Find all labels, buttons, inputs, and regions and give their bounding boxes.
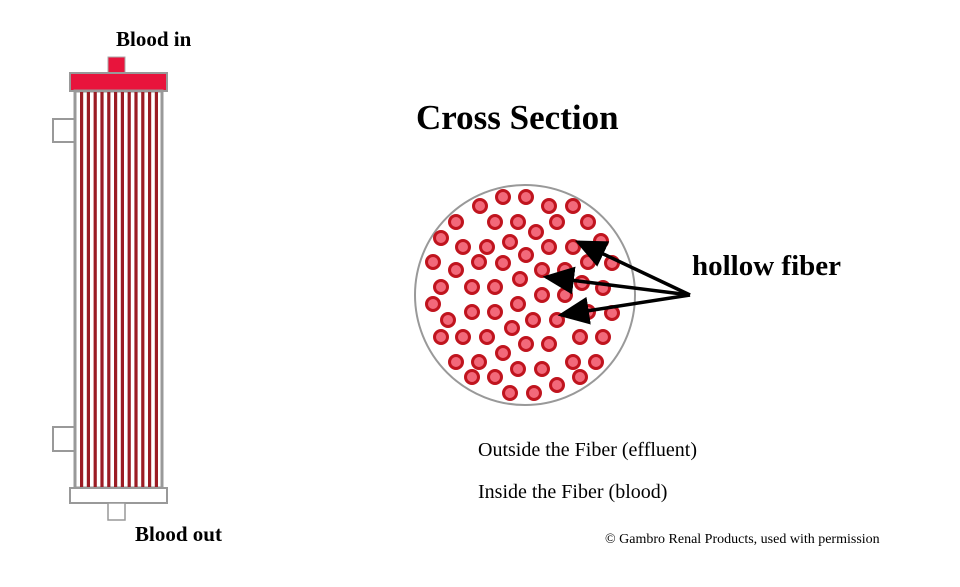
hollow-fiber [448, 262, 464, 278]
hollow-fiber [479, 329, 495, 345]
hollow-fiber [557, 287, 573, 303]
hollow-fiber [487, 369, 503, 385]
hollow-fiber [495, 255, 511, 271]
hollow-fiber [455, 329, 471, 345]
outside-fiber-label: Outside the Fiber (effluent) [478, 439, 698, 461]
hollow-fiber [549, 214, 565, 230]
fiber-stripe [134, 92, 138, 487]
hollow-fiber [534, 361, 550, 377]
hollow-fiber [565, 198, 581, 214]
hollow-fiber [433, 279, 449, 295]
hollow-fiber [534, 262, 550, 278]
hollow-fiber [525, 312, 541, 328]
hollow-fiber [502, 234, 518, 250]
fiber-stripe [93, 92, 97, 487]
hollow-fiber [448, 354, 464, 370]
hollow-fiber [510, 361, 526, 377]
hollow-fiber [549, 377, 565, 393]
blood-out-label: Blood out [135, 522, 222, 546]
hollow-fiber [425, 296, 441, 312]
cross-section-circle [414, 184, 636, 406]
hollow-fiber [541, 336, 557, 352]
hollow-fiber [487, 304, 503, 320]
hollow-fiber [471, 354, 487, 370]
hollow-fiber [479, 239, 495, 255]
hollow-fiber [541, 198, 557, 214]
hollow-fiber [464, 369, 480, 385]
fiber-stripe [114, 92, 118, 487]
hollow-fiber [528, 224, 544, 240]
fiber-stripe [80, 92, 84, 487]
pointer-arrows [542, 240, 691, 325]
fiber-stripe [148, 92, 152, 487]
hollow-fiber [440, 312, 456, 328]
hollow-fiber [518, 247, 534, 263]
cross-section-title: Cross Section [416, 98, 619, 137]
arrow [574, 240, 691, 297]
side-port-bottom [52, 426, 76, 452]
hollow-fiber [448, 214, 464, 230]
hollow-fiber [518, 336, 534, 352]
hollow-fiber [502, 385, 518, 401]
fiber-stripe [120, 92, 124, 487]
hollow-fiber [495, 189, 511, 205]
hollow-fiber [526, 385, 542, 401]
hollow-fiber [487, 214, 503, 230]
hollow-fiber [580, 214, 596, 230]
hollow-fiber [534, 287, 550, 303]
bottom-port [107, 502, 126, 521]
hollow-fiber [504, 320, 520, 336]
hollow-fiber [510, 296, 526, 312]
hollow-fiber [557, 262, 573, 278]
hollow-fiber [518, 189, 534, 205]
hollow-fiber [464, 279, 480, 295]
hollow-fiber [572, 329, 588, 345]
hollow-fiber [425, 254, 441, 270]
fibers [425, 189, 620, 401]
arrow [542, 266, 691, 297]
top-port [107, 56, 126, 74]
hollow-fiber [495, 345, 511, 361]
hollow-fiber [593, 233, 609, 249]
arrow [557, 293, 691, 325]
hollow-fiber [595, 329, 611, 345]
hollow-fiber [541, 239, 557, 255]
credit-text: © Gambro Renal Products, used with permi… [605, 532, 880, 547]
hollow-fiber [433, 329, 449, 345]
bottom-cap [69, 487, 168, 504]
fiber-stripe [141, 92, 145, 487]
hollow-fiber [580, 254, 596, 270]
hollow-fiber [588, 354, 604, 370]
hollow-fiber [472, 198, 488, 214]
top-cap [69, 72, 168, 92]
hollow-fiber [512, 271, 528, 287]
hollow-fiber [433, 230, 449, 246]
hollow-fiber [510, 214, 526, 230]
hollow-fiber [565, 354, 581, 370]
inside-fiber-label: Inside the Fiber (blood) [478, 481, 668, 503]
hollow-fiber [565, 239, 581, 255]
hollow-fiber-label: hollow fiber [692, 250, 842, 282]
side-port-top [52, 118, 76, 143]
fiber-stripe [86, 92, 90, 487]
fiber-stripe [107, 92, 111, 487]
hollow-fiber [471, 254, 487, 270]
hollow-fiber [572, 369, 588, 385]
blood-in-label: Blood in [116, 27, 192, 51]
hollow-fiber [464, 304, 480, 320]
fiber-stripe [100, 92, 104, 487]
hollow-fiber [455, 239, 471, 255]
fiber-stripe [154, 92, 158, 487]
fiber-stripes [80, 92, 158, 487]
hollow-fiber [487, 279, 503, 295]
dialyzer [52, 56, 168, 521]
fiber-stripe [127, 92, 131, 487]
